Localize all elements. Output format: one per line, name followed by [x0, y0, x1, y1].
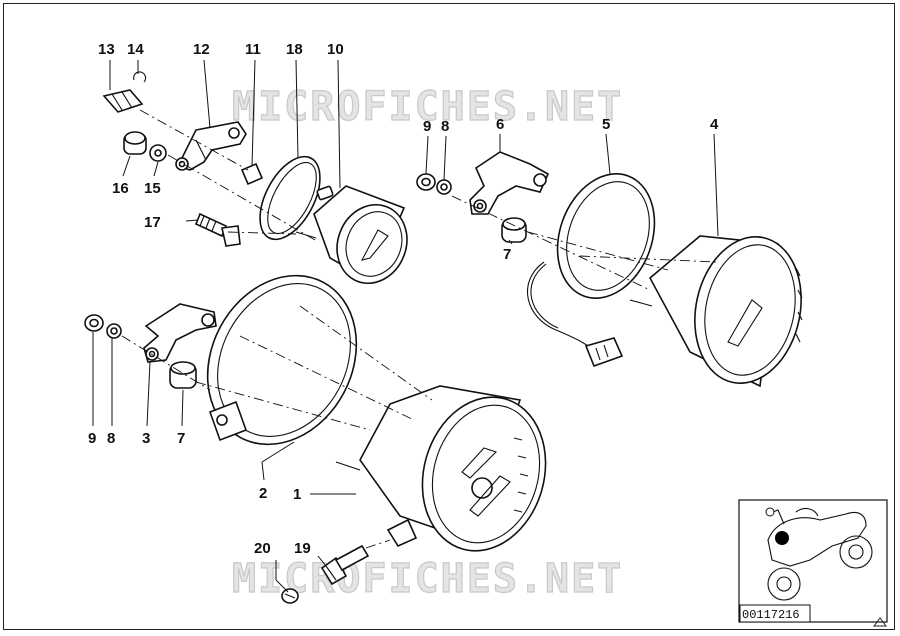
callout-15: 15: [144, 180, 161, 197]
callout-6: 6: [496, 116, 504, 133]
callout-7-upper: 7: [503, 246, 511, 263]
motorcycle-silhouette-icon: [765, 507, 873, 601]
part-7-grommet-upper[interactable]: [501, 217, 527, 243]
warning-triangle-icon: [873, 617, 887, 627]
callout-1: 1: [293, 486, 301, 503]
part-8-washer-lower[interactable]: [106, 323, 122, 339]
callout-17: 17: [144, 214, 161, 231]
callout-20: 20: [254, 540, 271, 557]
part-9-nut-upper[interactable]: [416, 173, 436, 191]
wiring-harness[interactable]: [527, 261, 624, 368]
diagram-border: [3, 3, 895, 630]
callout-3: 3: [142, 430, 150, 447]
part-11-holder[interactable]: [240, 162, 264, 186]
part-12-bracket[interactable]: [175, 121, 247, 171]
part-3-bracket[interactable]: [143, 303, 217, 363]
callout-2: 2: [259, 485, 267, 502]
part-8-washer-upper[interactable]: [436, 179, 452, 195]
callout-12: 12: [193, 41, 210, 58]
part-13-screw[interactable]: [102, 89, 144, 113]
reference-number: 00117216: [742, 608, 800, 622]
location-inset: 00117216: [738, 499, 888, 623]
part-14-clip[interactable]: [133, 71, 147, 83]
part-19-reset-knob[interactable]: [320, 544, 370, 586]
callout-14: 14: [127, 41, 144, 58]
part-1-speedometer[interactable]: [335, 382, 563, 565]
callout-11: 11: [245, 41, 261, 58]
part-15-washer[interactable]: [149, 144, 167, 162]
part-10-small-gauge[interactable]: [295, 185, 419, 294]
callout-7-lower: 7: [177, 430, 185, 447]
callout-9-upper: 9: [423, 118, 431, 135]
part-9-nut-lower[interactable]: [84, 314, 104, 332]
part-5-rim-ring[interactable]: [541, 160, 671, 312]
callout-5: 5: [602, 116, 610, 133]
part-4-large-gauge[interactable]: [629, 227, 814, 393]
callout-8-upper: 8: [441, 118, 449, 135]
part-17-stud[interactable]: [194, 212, 241, 247]
callout-8-lower: 8: [107, 430, 115, 447]
callout-16: 16: [112, 180, 129, 197]
part-18-rim-ring[interactable]: [248, 147, 333, 249]
callout-19: 19: [294, 540, 311, 557]
highlight-marker: [775, 531, 789, 545]
part-7-grommet-lower[interactable]: [169, 361, 197, 389]
part-6-bracket[interactable]: [469, 151, 550, 215]
part-20-screw[interactable]: [281, 588, 299, 604]
callout-13: 13: [98, 41, 115, 58]
callout-9-lower: 9: [88, 430, 96, 447]
part-16-rubber-nut[interactable]: [123, 131, 147, 155]
part-2-rim-ring[interactable]: [179, 249, 385, 470]
callout-4: 4: [710, 116, 719, 133]
callout-10: 10: [327, 41, 344, 58]
callout-18: 18: [286, 41, 303, 58]
